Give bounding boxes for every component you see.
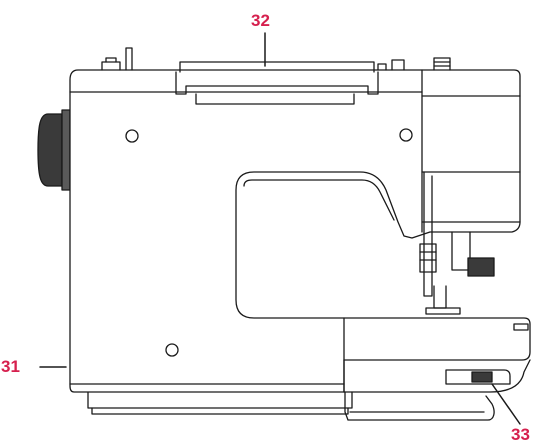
machine-base bbox=[87, 391, 495, 421]
leader-33 bbox=[491, 383, 521, 425]
handwheel bbox=[37, 109, 71, 191]
machine-body bbox=[69, 69, 521, 393]
stitch-lever bbox=[445, 369, 511, 385]
callout-32: 32 bbox=[251, 11, 270, 30]
body-panel-lines bbox=[69, 69, 521, 385]
callout-33: 33 bbox=[511, 425, 530, 444]
callout-31: 31 bbox=[1, 357, 20, 376]
arm-opening bbox=[243, 179, 395, 221]
top-spool-pins bbox=[101, 47, 451, 71]
free-arm bbox=[343, 317, 531, 393]
cover-screws bbox=[125, 128, 413, 357]
leader-lines bbox=[39, 32, 521, 425]
carrying-handle bbox=[175, 61, 379, 105]
needle-area bbox=[419, 171, 495, 315]
